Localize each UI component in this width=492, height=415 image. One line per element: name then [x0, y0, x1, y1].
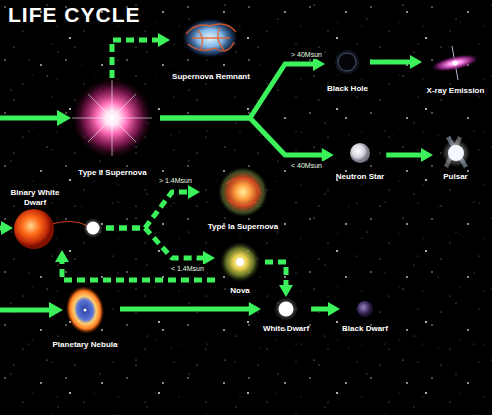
stage-label: Nova: [230, 286, 250, 296]
flow-line: [160, 64, 314, 118]
arrow-head: [55, 250, 69, 262]
flow-line: [106, 228, 204, 258]
stage-node: Type Ia Supernova: [200, 166, 286, 232]
flow-line: [62, 261, 215, 280]
arrow-head: [279, 285, 293, 297]
flow-arrow: [106, 185, 200, 228]
stage-node: Pulsar: [433, 138, 478, 182]
diagram-title: LIFE CYCLE: [8, 3, 141, 27]
arrow-head: [249, 302, 261, 316]
flow-line: [112, 40, 159, 78]
neutron-star-picture: [350, 143, 370, 163]
stage-node: Planetary Nebula: [50, 284, 120, 350]
flow-arrow: [112, 33, 170, 78]
pulsar-picture: [442, 136, 470, 168]
stage-node: X-ray Emission: [422, 44, 489, 96]
x-ray-emission-picture: [430, 46, 480, 80]
arrow-head: [203, 251, 215, 265]
black-dwarf-picture: [357, 301, 373, 317]
type-ii-supernova-picture: [72, 78, 152, 158]
flow-line: [120, 307, 250, 312]
flow-line: [370, 60, 411, 65]
stage-label: Pulsar: [443, 172, 467, 182]
stage-label: Black Hole: [327, 84, 368, 94]
arrow-head: [313, 57, 325, 71]
arrow-head: [328, 302, 340, 316]
flow-line: [311, 307, 329, 312]
arrow-head: [158, 33, 170, 47]
stage-label: Type Ia Supernova: [208, 222, 279, 232]
flow-arrow: [160, 57, 325, 118]
feeder-arrow: [0, 110, 71, 318]
stage-node: Neutron Star: [334, 140, 386, 182]
stage-label: Neutron Star: [336, 172, 384, 182]
supernova-remnant-picture: [182, 18, 238, 58]
mass-limit-label: < 40Msun: [290, 161, 323, 170]
stage-node: Supernova Remnant: [170, 10, 252, 82]
stage-node: Black Dwarf: [340, 297, 390, 334]
flow-line: [386, 153, 422, 158]
flow-arrow: [370, 55, 422, 69]
mass-limit-label: > 40Msun: [290, 50, 323, 59]
flow-arrow: [311, 302, 340, 316]
stage-node: White Dwarf: [261, 297, 311, 334]
planetary-nebula-picture: [62, 283, 108, 337]
stage-node: Black Hole: [325, 48, 370, 94]
stage-label: X-ray Emission: [427, 86, 485, 96]
stage-node: Type II Supernova: [65, 78, 160, 178]
nova-picture: [220, 242, 260, 282]
flow-line: [265, 262, 286, 286]
black-hole-picture: [335, 50, 359, 74]
stage-label: Binary White Dwarf: [10, 188, 60, 208]
stage-label: White Dwarf: [263, 324, 309, 334]
arrow-head: [421, 148, 433, 162]
white-dwarf-picture: [274, 297, 298, 321]
flow-arrow: [265, 262, 293, 297]
flow-line: [106, 192, 189, 228]
flow-arrow: [160, 118, 334, 162]
type-ia-supernova-picture: [218, 167, 268, 217]
arrow-head: [322, 148, 334, 162]
stage-label: Black Dwarf: [342, 324, 388, 334]
binary-star-picture: [14, 209, 103, 249]
stage-label: Planetary Nebula: [53, 340, 118, 350]
flow-arrow: [120, 302, 261, 316]
stage-label: Type II Supernova: [78, 168, 146, 178]
flow-arrow: [106, 228, 215, 265]
flow-arrow: [386, 148, 433, 162]
flow-arrow: [55, 250, 215, 280]
mass-limit-label: > 1.4Msun: [158, 176, 193, 185]
stage-node: Binary White Dwarf: [10, 188, 106, 250]
arrow-head: [410, 55, 422, 69]
arrow-head: [188, 185, 200, 199]
mass-limit-label: < 1.4Msun: [170, 264, 205, 273]
stage-label: Supernova Remnant: [172, 72, 250, 82]
flow-line: [160, 118, 323, 155]
stage-node: Nova: [215, 240, 265, 296]
